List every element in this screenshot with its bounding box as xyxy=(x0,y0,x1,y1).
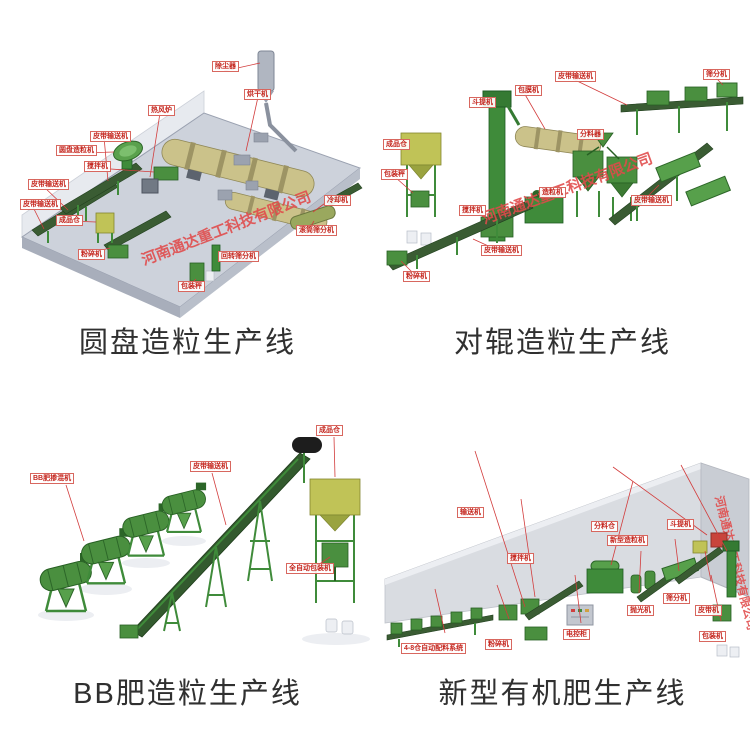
concrete-blocks xyxy=(217,132,269,201)
equipment-label: 包膜机 xyxy=(515,85,542,96)
head-pulley xyxy=(292,437,322,483)
equipment-label: 除尘器 xyxy=(212,61,239,72)
rotary-dryer xyxy=(161,138,315,201)
equipment-label: 皮带输送机 xyxy=(631,195,672,206)
equipment-label: 皮带机 xyxy=(695,605,722,616)
organic-line-drawing: 河南通达重工科技有限公司 xyxy=(384,450,750,658)
long-belt-conveyor xyxy=(386,200,534,271)
granulator xyxy=(586,560,624,594)
packing-scale xyxy=(410,190,430,208)
equipment-label: 搅拌机 xyxy=(84,161,111,172)
hoppers xyxy=(572,150,638,221)
equipment-label: 皮带输送机 xyxy=(481,245,522,256)
incline-conveyor xyxy=(524,580,584,621)
equipment-label: 圆盘造粒机 xyxy=(56,145,97,156)
equipment-label: 冷却机 xyxy=(324,195,351,206)
caption-disc-line: 圆盘造粒生产线 xyxy=(78,327,296,359)
product-bin xyxy=(95,212,115,243)
equipment-label: 抛光机 xyxy=(627,605,654,616)
equipment-label: 搅拌机 xyxy=(459,205,486,216)
equipment-label: 造粒机 xyxy=(539,187,566,198)
equipment-label: 皮带输送机 xyxy=(555,71,596,82)
equipment-label: 成品仓 xyxy=(383,139,410,150)
equipment-label: 热风炉 xyxy=(148,105,175,116)
packing-scale xyxy=(189,262,215,282)
belt-conveyors-left xyxy=(31,162,172,252)
equipment-label: 滚筒筛分机 xyxy=(296,225,337,236)
illustration-disc-line: 河南通达重工科技有限公司 除尘器 烘干机 热风炉 皮带输送机 圆盘造粒机 搅拌机… xyxy=(8,5,368,320)
screener xyxy=(655,151,702,183)
bucket-elevator xyxy=(722,540,740,598)
equipment-label: 输送机 xyxy=(457,507,484,518)
label-leader-lines xyxy=(434,450,728,634)
disc-granulator xyxy=(113,140,143,170)
caption-roller-line: 对辊造粒生产线 xyxy=(453,327,671,359)
polishing-machine xyxy=(630,570,656,594)
equipment-label: 筛分机 xyxy=(703,69,730,80)
equipment-label: 搅拌机 xyxy=(507,553,534,564)
drum-screener xyxy=(290,205,336,230)
illustration-organic-line: 河南通达重工科技有限公司 xyxy=(375,439,750,675)
panel-bb-fertilizer-line: BB肥掺混机 皮带输送机 成品仓 全自动包装机 BB肥造粒生产线 xyxy=(0,375,375,750)
bb-line-drawing xyxy=(36,436,370,645)
screener xyxy=(685,175,732,207)
equipment-label: 皮带输送机 xyxy=(28,179,69,190)
equipment-label: 粉碎机 xyxy=(403,271,430,282)
panel-organic-fertilizer-line: 河南通达重工科技有限公司 xyxy=(375,375,750,750)
disc-line-drawing: 河南通达重工科技有限公司 xyxy=(20,50,363,318)
equipment-label: 全自动包装机 xyxy=(286,563,334,574)
hot-air-furnace xyxy=(141,178,159,194)
equipment-label: 皮带输送机 xyxy=(90,131,131,142)
equipment-label: BB肥掺混机 xyxy=(30,473,75,484)
equipment-label: 斗提机 xyxy=(667,519,694,530)
crusher xyxy=(107,244,129,259)
equipment-label: 烘干机 xyxy=(244,89,271,100)
platform xyxy=(20,112,362,318)
caption-organic-line: 新型有机肥生产线 xyxy=(438,678,687,710)
equipment-label: 包装秤 xyxy=(178,281,205,292)
equipment-label: 成品仓 xyxy=(316,425,343,436)
equipment-label: 包装秤 xyxy=(381,169,408,180)
equipment-label: 粉碎机 xyxy=(485,639,512,650)
equipment-label: 包装机 xyxy=(699,631,726,642)
roller-line-drawing: 河南通达重工科技有限公司 xyxy=(386,76,744,274)
belt-conveyor xyxy=(674,546,724,585)
illustration-bb-line: BB肥掺混机 皮带输送机 成品仓 全自动包装机 xyxy=(4,391,372,671)
hopper xyxy=(692,540,708,554)
caption-bb-line: BB肥造粒生产线 xyxy=(73,678,302,710)
equipment-label: 筛分机 xyxy=(663,593,690,604)
equipment-label: 成品仓 xyxy=(56,215,83,226)
equipment-label: 皮带输送机 xyxy=(190,461,231,472)
equipment-label: 斗提机 xyxy=(469,97,496,108)
equipment-label: 4-8仓自动配料系统 xyxy=(401,643,467,654)
mixer xyxy=(153,166,179,181)
inclined-belt-conveyor xyxy=(119,452,311,639)
equipment-label: 皮带输送机 xyxy=(20,199,61,210)
product-bin xyxy=(309,478,361,516)
equipment-label: 回转筛分机 xyxy=(218,251,259,262)
top-conveyor xyxy=(620,82,744,135)
packing-tower xyxy=(309,478,361,635)
crusher xyxy=(498,604,518,621)
panel-roller-granulation-line: 河南通达重工科技有限公司 斗提机 包膜机 皮带输送机 筛分机 分料器 成品仓 包… xyxy=(375,0,750,375)
label-leader-lines xyxy=(65,436,336,570)
equipment-label: 分料仓 xyxy=(591,521,618,532)
equipment-label: 新型造粒机 xyxy=(607,535,648,546)
equipment-label: 电控柜 xyxy=(563,629,590,640)
equipment-label: 分料器 xyxy=(577,129,604,140)
illustration-roller-line: 河南通达重工科技有限公司 斗提机 包膜机 皮带输送机 筛分机 分料器 成品仓 包… xyxy=(377,5,749,320)
mixer xyxy=(524,626,548,641)
crusher xyxy=(386,250,408,266)
equipment-label: 粉碎机 xyxy=(78,249,105,260)
bags xyxy=(406,230,432,246)
panel-disc-granulation-line: 河南通达重工科技有限公司 除尘器 烘干机 热风炉 皮带输送机 圆盘造粒机 搅拌机… xyxy=(0,0,375,375)
